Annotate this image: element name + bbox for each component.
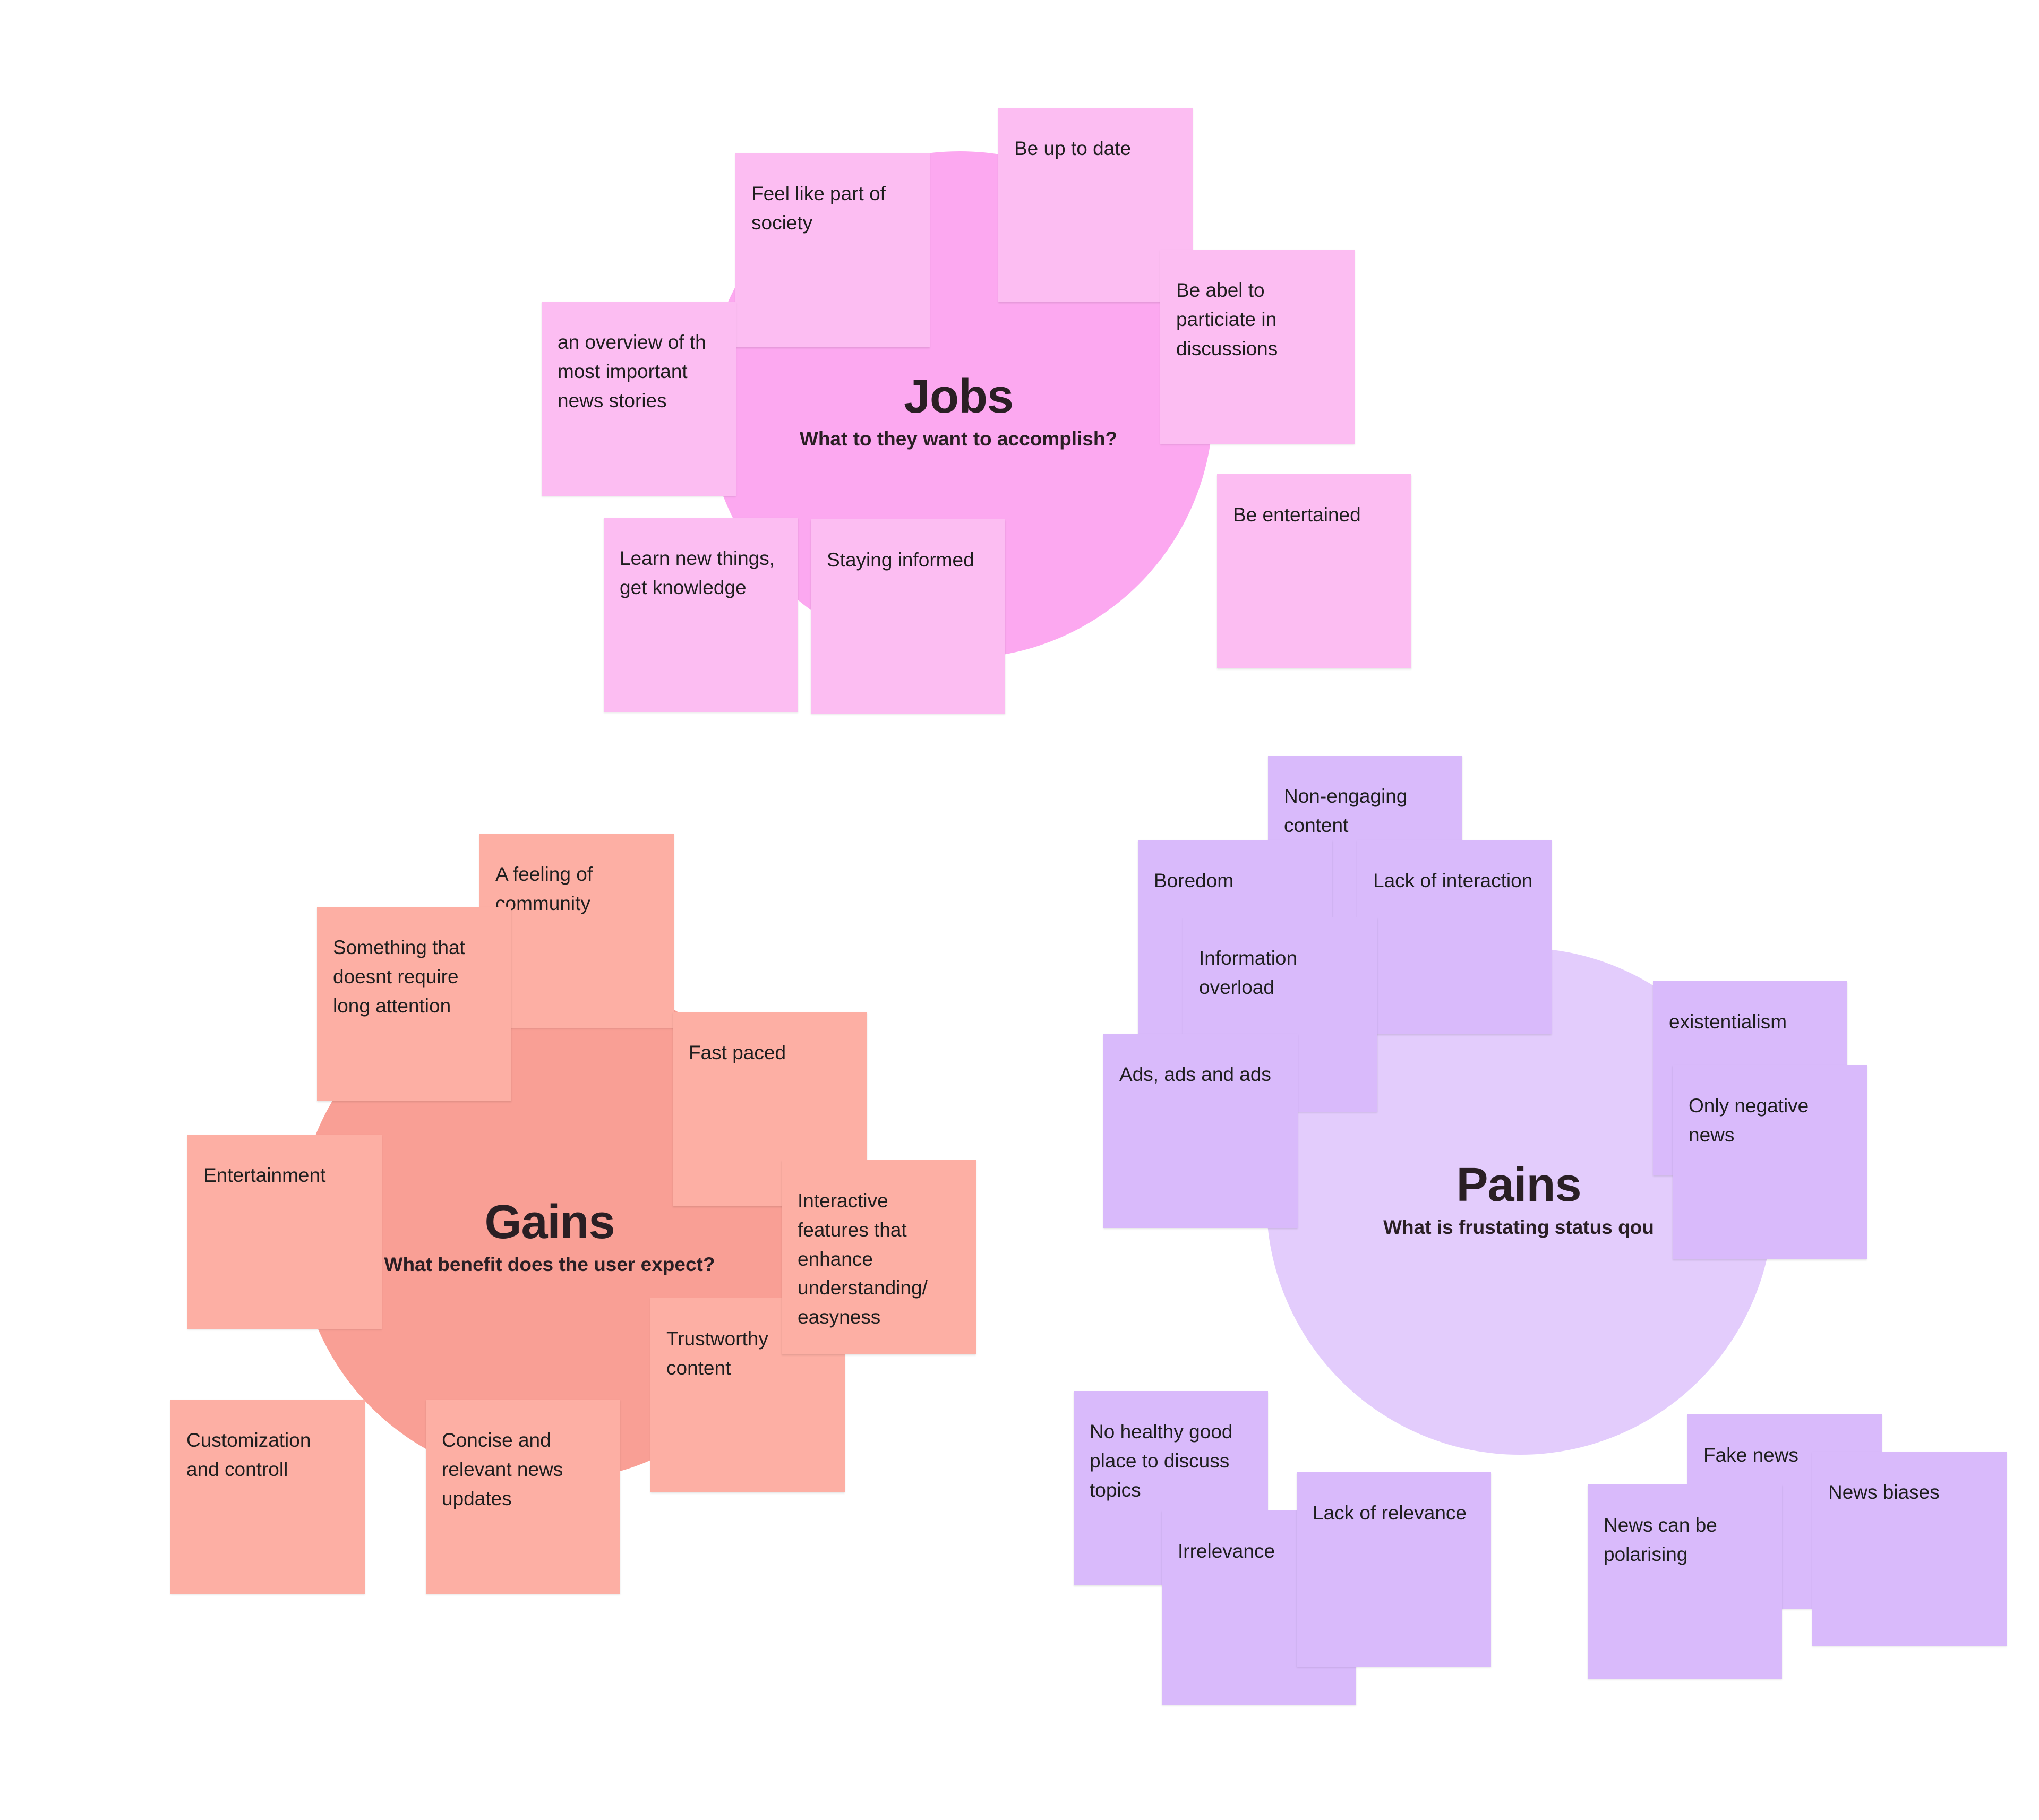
sticky-note[interactable]: Only negative news xyxy=(1673,1065,1867,1259)
sticky-note-text: Ads, ads and ads xyxy=(1119,1063,1271,1085)
sticky-note-text: Concise and relevant news updates xyxy=(442,1429,563,1509)
sticky-note[interactable]: News biases xyxy=(1812,1452,2007,1646)
sticky-note-text: Boredom xyxy=(1154,870,1234,891)
sticky-note-text: Lack of interaction xyxy=(1373,870,1533,891)
sticky-note-text: Irrelevance xyxy=(1178,1540,1275,1562)
sticky-note[interactable]: Lack of interaction xyxy=(1357,840,1552,1034)
sticky-note-text: Staying informed xyxy=(827,549,974,571)
sticky-note[interactable]: A feeling of community xyxy=(479,834,674,1028)
sticky-note-text: Non-engaging content xyxy=(1284,785,1408,836)
sticky-note-text: A feeling of community xyxy=(495,863,593,914)
sticky-note-text: existentialism xyxy=(1669,1011,1787,1033)
sticky-note[interactable]: Learn new things, get knowledge xyxy=(604,518,798,712)
sticky-note[interactable]: Customization and controll xyxy=(170,1400,365,1594)
sticky-note-text: Entertainment xyxy=(203,1164,326,1186)
sticky-note-text: Lack of relevance xyxy=(1313,1502,1467,1524)
sticky-note[interactable]: Interactive features that enhance unders… xyxy=(782,1160,976,1354)
sticky-note-text: Trustworthy content xyxy=(666,1328,768,1379)
sticky-note-text: Only negative news xyxy=(1689,1095,1809,1146)
sticky-note[interactable]: Something that doesnt require long atten… xyxy=(317,907,511,1101)
sticky-note[interactable]: Concise and relevant news updates xyxy=(426,1400,620,1594)
gains-heading: Gains xyxy=(484,1196,615,1249)
sticky-note-text: Fake news xyxy=(1703,1444,1798,1466)
sticky-note[interactable]: an overview of th most important news st… xyxy=(542,302,736,496)
sticky-note-text: Interactive features that enhance unders… xyxy=(798,1190,928,1328)
sticky-note[interactable]: Entertainment xyxy=(187,1135,382,1329)
sticky-note-text: Be abel to particiate in discussions xyxy=(1176,279,1278,359)
jobs-heading: Jobs xyxy=(903,370,1014,423)
sticky-note-text: an overview of th most important news st… xyxy=(558,331,706,411)
sticky-note[interactable]: Be abel to particiate in discussions xyxy=(1160,250,1355,444)
jobs-subtitle: What to they want to accomplish? xyxy=(799,427,1118,450)
gains-subtitle: What benefit does the user expect? xyxy=(384,1253,715,1275)
sticky-note-text: Feel like part of society xyxy=(751,183,886,234)
sticky-note-text: Customization and controll xyxy=(186,1429,311,1480)
sticky-note-text: Fast paced xyxy=(689,1042,786,1063)
pains-title: Pains What is frustating status qou xyxy=(1304,1160,1734,1240)
pains-subtitle: What is frustating status qou xyxy=(1383,1216,1654,1238)
sticky-note-text: Learn new things, get knowledge xyxy=(620,547,775,598)
sticky-note-text: News biases xyxy=(1828,1481,1940,1503)
sticky-note-text: News can be polarising xyxy=(1604,1514,1717,1565)
gains-title: Gains What benefit does the user expect? xyxy=(335,1197,765,1277)
sticky-note-text: Information overload xyxy=(1199,947,1298,998)
pains-heading: Pains xyxy=(1456,1158,1581,1212)
sticky-note[interactable]: Ads, ads and ads xyxy=(1103,1034,1298,1228)
jobs-title: Jobs What to they want to accomplish? xyxy=(743,372,1173,452)
sticky-note[interactable]: Lack of relevance xyxy=(1297,1472,1491,1667)
sticky-note-text: Be up to date xyxy=(1014,138,1132,159)
sticky-note[interactable]: Feel like part of society xyxy=(735,153,930,347)
sticky-note[interactable]: Staying informed xyxy=(811,519,1005,714)
sticky-note[interactable]: News can be polarising xyxy=(1588,1484,1782,1679)
sticky-note[interactable]: Be entertained xyxy=(1217,474,1411,668)
sticky-note-text: Be entertained xyxy=(1233,504,1361,526)
sticky-note-text: Something that doesnt require long atten… xyxy=(333,937,465,1017)
sticky-note-text: No healthy good place to discuss topics xyxy=(1090,1421,1233,1501)
